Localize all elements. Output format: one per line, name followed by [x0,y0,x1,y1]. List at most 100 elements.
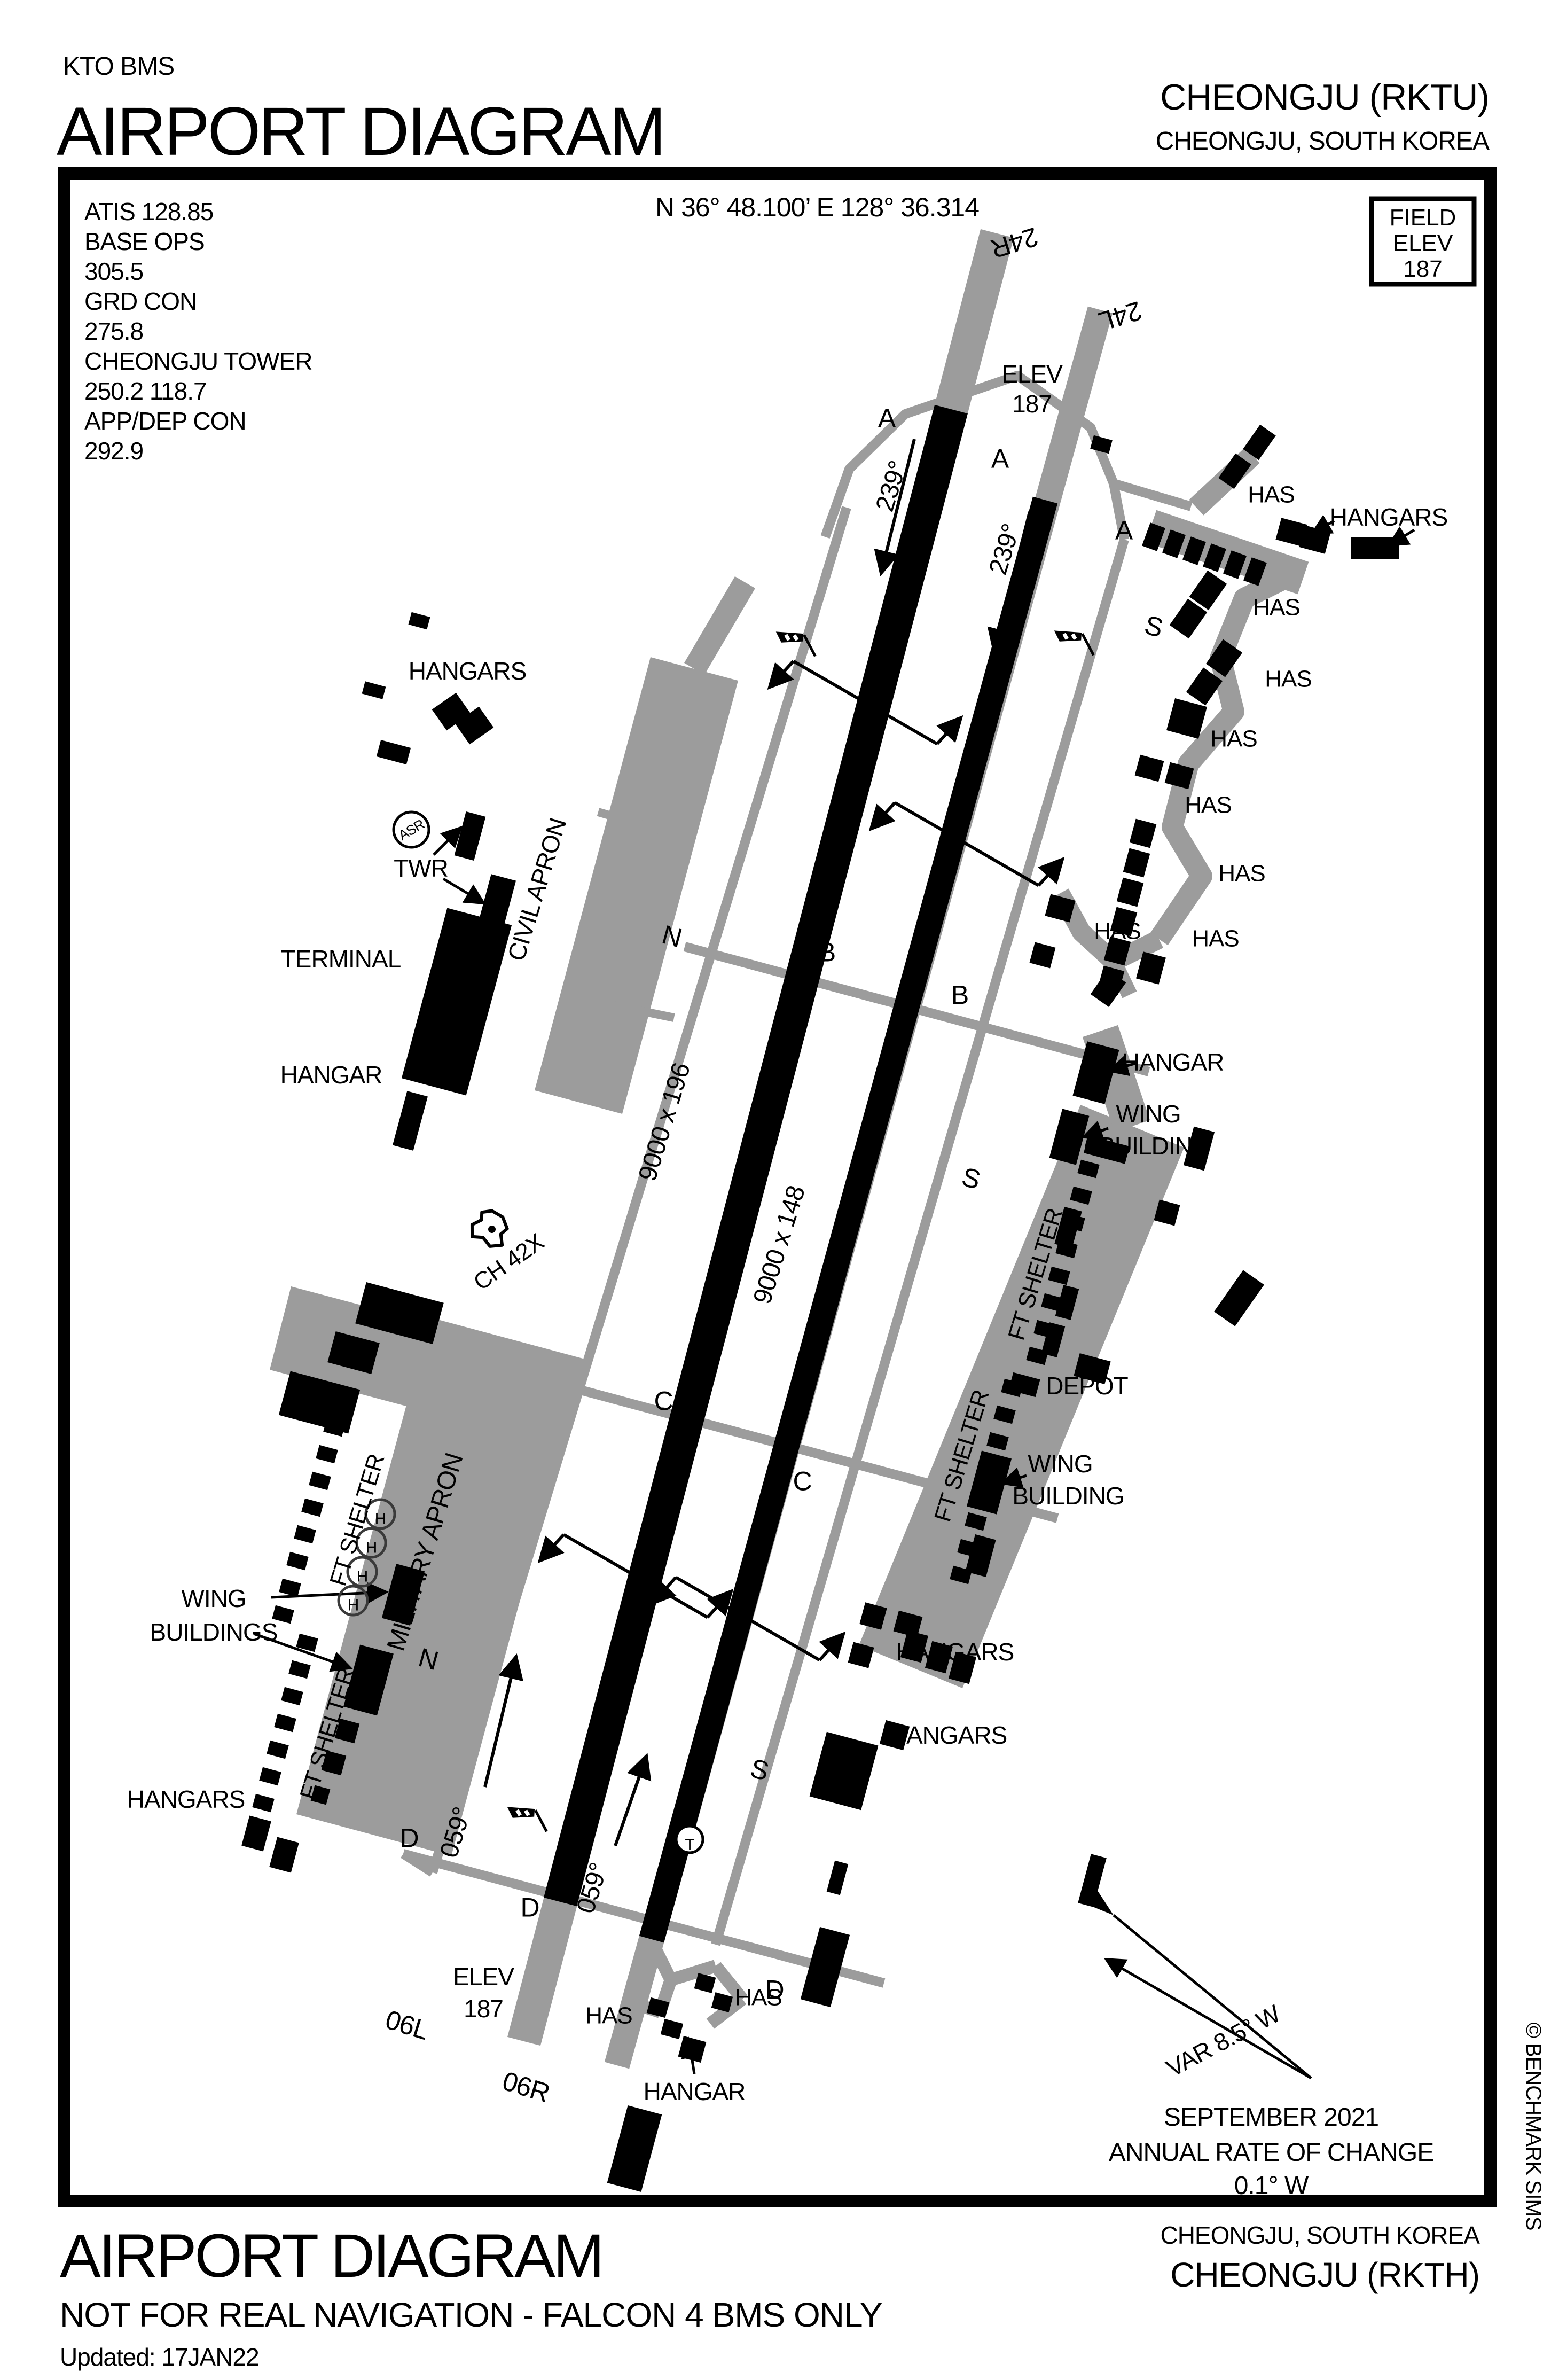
building [309,1471,331,1491]
building [269,1837,299,1873]
map-label-has: HAS [1248,481,1294,508]
building [1083,1135,1130,1164]
taxiway-segment [684,576,755,675]
hold-short-arrow [818,1631,846,1661]
map-label-hangars: HANGARS [127,1785,245,1813]
building [965,1512,987,1531]
building [331,1391,353,1410]
building [1154,1199,1180,1226]
field-elev-line: ELEV [1393,230,1453,256]
map-label-9000-x-196: 9000 x 196 [633,1060,696,1184]
building [1103,936,1131,966]
map-label-06r: 06R [499,2066,553,2108]
building [455,706,494,745]
map-label-wing: WING [181,1585,246,1612]
comm-line: CHEONGJU TOWER [84,347,312,375]
comm-line: BASE OPS [84,228,205,255]
pointer-arrow [1107,1055,1137,1076]
windsock-stripe [1062,633,1069,640]
windsock-pole [1081,633,1095,656]
building [1054,1206,1082,1249]
building [296,1633,318,1652]
comm-line: APP/DEP CON [84,407,246,435]
building [1243,557,1267,586]
building [1351,537,1375,559]
building [1189,570,1227,611]
building [343,1644,394,1716]
building [401,908,512,1096]
pointer-arrow [1310,514,1335,535]
building [1214,1270,1264,1326]
building [393,1091,428,1151]
map-label-24l: 24L [1095,295,1145,337]
building [925,1641,953,1674]
taxiway-segment [442,1663,497,1687]
map-label-annual-rate-of-change: ANNUAL RATE OF CHANGE [1109,2139,1434,2167]
building [1055,1285,1079,1320]
pointer-arrow [433,825,463,856]
map-label-c: C [671,1428,690,1458]
field-elev-line: 187 [1403,256,1442,282]
building [1029,942,1056,969]
building [1048,1266,1070,1285]
building [1134,754,1164,782]
taxiway-segment [401,1850,435,1877]
building [274,1713,296,1733]
hold-short-arrow [936,715,964,745]
taxiway-segment [428,506,851,1874]
windsock-cone [507,1807,535,1818]
pointer-arrow [1081,1120,1109,1141]
taxiway-a-loop [820,371,1129,541]
comm-line: ATIS 128.85 [84,198,213,225]
map-label-has: HAS [1185,792,1231,818]
runway-markings-layer [483,439,1065,1846]
taxiway-segment [669,1960,718,1986]
comm-line: 292.9 [84,437,143,465]
field-coordinates: N 36° 48.100’ E 128° 36.314 [655,192,979,222]
building [288,1660,311,1679]
hold-short-arrow [537,1533,565,1564]
building [1041,1322,1066,1357]
building [967,1450,1012,1515]
hold-short-symbol [767,659,964,746]
building [321,1750,347,1776]
hold-short-symbol [537,1533,734,1619]
windsock-icon [507,1807,548,1832]
comm-info-box: ATIS 128.85 BASE OPS 305.5 GRD CON 275.8… [84,198,312,465]
military-apron [296,1317,585,1856]
map-label-terminal: TERMINAL [281,945,401,973]
map-label-24r: 24R [988,222,1041,264]
windsock-pole [534,1809,548,1832]
runway-heading-arrow [614,1753,652,1846]
building [993,1405,1016,1424]
building [281,1687,303,1706]
map-label-a: A [878,403,896,433]
map-label-c: C [654,1386,672,1416]
comm-line: 250.2 118.7 [84,377,207,405]
building [1223,550,1247,579]
map-label-h: H [348,1597,359,1614]
taxiway-segment [474,1548,531,1575]
tacan-center-dot [488,1226,496,1233]
symbol-layer [253,514,1415,2080]
map-label-twr: TWR [394,854,448,882]
building [316,1445,338,1464]
chart-border [58,167,1497,2207]
building [1116,877,1144,907]
asr-circle-icon [392,810,430,849]
building [1008,1372,1040,1398]
building [986,1432,1009,1451]
building [879,1720,910,1751]
building [1243,424,1276,461]
helipad-circle-icon [355,1527,387,1559]
map-label-06l: 06L [382,2004,432,2046]
windsock-stripe [524,1809,530,1816]
map-label-has: HAS [1253,594,1299,620]
hold-short-symbol [649,1575,846,1662]
taxiway-segment [1112,479,1193,511]
building [327,1331,380,1374]
comm-line: GRD CON [84,287,197,315]
building [1218,453,1251,489]
